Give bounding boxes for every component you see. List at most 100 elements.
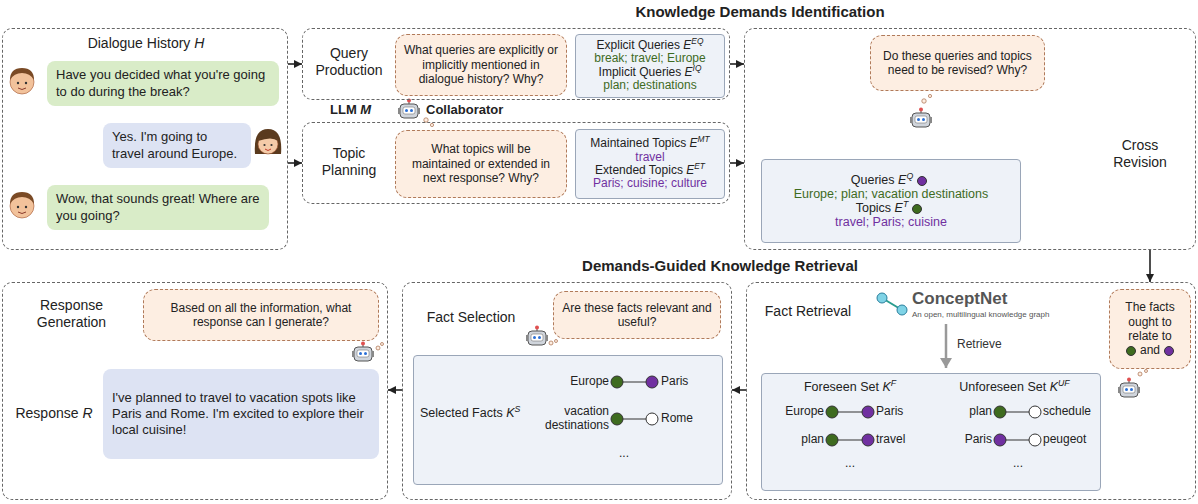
box-text: Do these queries and topics need to be r… <box>883 49 1032 77</box>
fact-node: peugeot <box>1043 432 1099 446</box>
speech-bubble: I've planned to travel to vacation spots… <box>103 369 379 459</box>
text-line: Europe; plan; vacation destinations <box>769 187 1013 201</box>
robot-icon <box>1118 378 1140 398</box>
box-text: Implicit Queries EIQ <box>599 65 702 79</box>
text-line: What topics will be maintained or extend… <box>403 142 559 185</box>
stage-panel: Are these facts relevant and useful? Sele… <box>402 282 732 500</box>
box-text: plan; destinations <box>603 78 696 92</box>
concept-dot <box>1029 406 1041 418</box>
box-title: Unforeseen Set KUF <box>959 380 1069 394</box>
box-text: Extended Topics EET <box>595 163 705 177</box>
math-superscript: UF <box>1058 378 1070 388</box>
box-title: Query Production <box>316 45 383 78</box>
stage-panel: What queries are explicitly or implicitl… <box>302 28 730 100</box>
text-line: Dialogue History H <box>3 35 289 52</box>
text-line: and <box>1117 343 1183 357</box>
text-line: plan; destinations <box>583 79 717 92</box>
fact-node: Paris <box>661 374 717 388</box>
text-line: Cross Revision <box>1095 137 1185 171</box>
text-line: Yes. I'm going to travel around Europe. <box>112 129 242 162</box>
text-line: travel; Paris; cuisine <box>769 215 1013 229</box>
text-run: Explicit Queries <box>597 38 684 52</box>
math-superscript: Q <box>906 171 913 181</box>
stage-panel: Have you decided what you're going to do… <box>2 28 288 250</box>
text-line: I've planned to travel to vacation spots… <box>112 390 370 439</box>
math-symbol: E <box>683 38 691 52</box>
flow-arrow <box>388 389 402 391</box>
text-run: LLM <box>330 102 360 117</box>
box-text: travel <box>635 150 664 164</box>
fact-node: Europe <box>764 404 824 418</box>
result-box: Maintained Topics EMTtravelExtended Topi… <box>575 129 725 199</box>
color-dot <box>1164 346 1174 356</box>
output-label: Response R <box>9 405 99 422</box>
text-line: Implicit Queries EIQ <box>583 66 717 79</box>
text-run: Foreseen Set <box>804 380 883 394</box>
flow-arrow <box>1149 250 1151 282</box>
thought-bubble: What topics will be maintained or extend… <box>395 130 567 198</box>
text-line: Unforeseen Set KUF <box>932 380 1097 395</box>
box-text: and <box>1140 343 1160 357</box>
concept-dot <box>611 376 623 388</box>
text-run: Dialogue History <box>88 35 195 51</box>
text-run: Implicit Queries <box>599 65 685 79</box>
fact-node: Europe <box>529 374 609 388</box>
text-run: Extended Topics <box>595 163 686 177</box>
math-symbol: K <box>1050 380 1058 394</box>
text-run: Queries <box>851 173 898 187</box>
concept-dot <box>826 434 838 446</box>
concept-dot <box>1029 434 1041 446</box>
box-title: Cross Revision <box>1113 137 1167 170</box>
concept-dot <box>994 406 1006 418</box>
text-line: Do these queries and topics need to be r… <box>878 49 1037 78</box>
box-text: Topics ET <box>856 201 909 215</box>
text-run: Topics <box>856 201 895 215</box>
robot-icon <box>352 342 374 362</box>
math-symbol: E <box>685 65 693 79</box>
text-line: Response Generation <box>9 297 134 331</box>
robot-icon <box>398 99 420 119</box>
box-text: What topics will be maintained or extend… <box>412 142 550 185</box>
math-symbol: R <box>82 405 92 421</box>
flow-arrow <box>288 162 302 164</box>
math-superscript: ET <box>694 161 705 171</box>
box-title: Topic Planning <box>322 145 377 178</box>
ellipsis: ... <box>594 446 654 460</box>
result-box: Foreseen Set KFUnforeseen Set KUFEuropeP… <box>761 373 1101 491</box>
text-line: The facts ought to relate to <box>1117 300 1183 343</box>
thought-bubble: Are these facts relevant and useful? <box>553 291 721 339</box>
math-symbol: E <box>690 136 698 150</box>
text-line: Have you decided what you're going to do… <box>56 67 270 100</box>
text-line: Are these facts relevant and useful? <box>561 301 713 330</box>
text-run: Unforeseen Set <box>959 380 1049 394</box>
math-superscript: S <box>515 404 521 414</box>
fact-node: schedule <box>1043 404 1099 418</box>
text-line: Paris; cuisine; culture <box>583 177 717 190</box>
color-dot <box>917 176 927 186</box>
concept-dot <box>994 434 1006 446</box>
math-symbol: M <box>360 102 371 117</box>
flow-arrow <box>730 63 744 65</box>
concept-dot <box>646 413 658 425</box>
text-line: Based on all the information, what respo… <box>151 301 371 330</box>
text-line: Fact Retrieval <box>753 303 863 320</box>
box-text: Paris; cuisine; culture <box>593 176 707 190</box>
text-run: Maintained Topics <box>590 136 689 150</box>
concept-dot <box>646 376 658 388</box>
section-heading: Demands-Guided Knowledge Retrieval <box>500 257 940 275</box>
role-label: Collaborator <box>426 102 526 118</box>
math-superscript: IQ <box>693 63 702 73</box>
speech-bubble: Have you decided what you're going to do… <box>47 61 279 106</box>
fact-node: vacation destinations <box>529 404 609 433</box>
conceptnet-logo <box>877 293 907 315</box>
text-line: Selected Facts KS <box>420 406 525 421</box>
box-text: Wow, that sounds great! Where are you go… <box>56 191 260 222</box>
ellipsis: ... <box>988 456 1048 470</box>
result-box: Selected Facts KS Europe Paris vacation des… <box>413 355 723 485</box>
robot-icon <box>526 326 548 346</box>
speaker-face <box>255 129 281 154</box>
box-text: Have you decided what you're going to do… <box>56 67 265 98</box>
box-text: Explicit Queries EEQ <box>597 38 704 52</box>
model-name: LLM M <box>330 102 392 118</box>
logo-tagline: An open, multilingual knowledge graph <box>912 310 1102 320</box>
